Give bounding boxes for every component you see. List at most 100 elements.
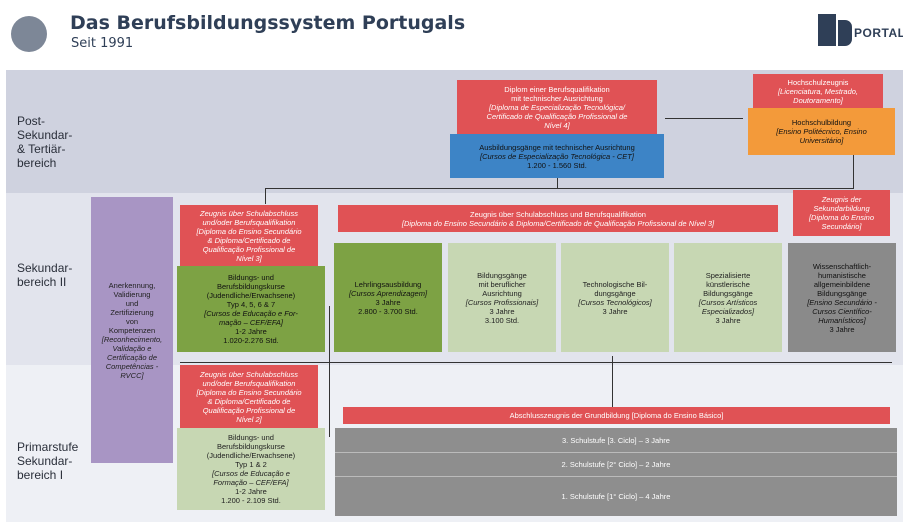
box-line: künstlerische <box>706 279 750 289</box>
box-line: Validação e <box>112 343 152 353</box>
box-line: Certificação de <box>106 352 157 362</box>
connector-line <box>665 118 743 119</box>
box-line: von <box>125 316 139 326</box>
box-line: Berufsbildungskurse <box>217 442 285 451</box>
connector-line <box>329 306 330 437</box>
box-line: & Diploma/Certificado de <box>207 397 291 406</box>
box-line: Ausrichtung <box>482 288 522 298</box>
connector-line <box>265 188 853 189</box>
box-line: Typ 1 & 2 <box>235 460 267 469</box>
level-line: Post- <box>17 114 46 128</box>
box-line: 3 Jahre <box>715 315 741 325</box>
box-line: [Cursos Aprendizagem] <box>348 288 428 298</box>
connector-line <box>853 155 854 189</box>
rvcc-box: Anerkennung, Validierung und Zertifizier… <box>91 197 173 463</box>
box-line: mit beruflicher <box>478 279 526 289</box>
box-line: Wissenschaftlich- <box>812 261 872 271</box>
box-line: mação – CEF/EFA] <box>218 318 284 327</box>
level-label-sek2: Sekundar- bereich II <box>17 261 72 289</box>
box-line: Nível 4] <box>544 120 570 130</box>
box-line: Ausbildungsgänge mit technischer Ausrich… <box>479 142 635 152</box>
level-line: Primarstufe <box>17 440 79 454</box>
box-line: Nível 3] <box>236 254 262 263</box>
box-line: [Ensino Secundário - <box>807 297 877 307</box>
box-line: Qualificação Profissional de <box>202 245 296 254</box>
box-line: 3 Jahre <box>375 297 401 307</box>
ensino-basico-box: Abschlusszeugnis der Grundbildung [Diplo… <box>343 407 890 424</box>
box-line: Competências - <box>105 361 159 371</box>
box-line: Sekundarbildung <box>813 204 870 213</box>
box-line: Cursos Científico- <box>812 306 872 316</box>
box-line: humanistische <box>818 270 866 280</box>
level-label-post: Post- Sekundar- & Tertiär- bereich <box>17 114 72 170</box>
box-line: Nível 2] <box>236 415 262 424</box>
box-line: [Reconhecimento, <box>101 334 163 344</box>
box-line: Anerkennung, <box>108 280 156 290</box>
box-line: Doutoramento] <box>793 95 843 105</box>
logo-mark-q-icon <box>838 20 852 46</box>
box-line: Berufsbildungskurse <box>217 282 285 291</box>
cientifico-box: Wissenschaftlich- humanistische allgemei… <box>788 243 896 352</box>
box-line: Universitário] <box>799 136 844 145</box>
stufe3-box: 3. Schulstufe [3. Ciclo] – 3 Jahre <box>335 428 897 452</box>
connector-line <box>265 188 266 204</box>
connector-line <box>180 362 892 363</box>
box-line: dungsgänge <box>594 288 636 298</box>
box-line: Lehrlingsausbildung <box>354 279 422 289</box>
box-line: Kompetenzen <box>108 325 156 335</box>
tecnologico-box: Technologische Bil- dungsgänge [Cursos T… <box>561 243 669 352</box>
box-line: [Diploma do Ensino Secundário <box>196 388 302 397</box>
box-line: Spezialisierte <box>705 270 751 280</box>
box-line: 2. Schulstufe [2° Ciclo] – 2 Jahre <box>561 460 671 469</box>
box-line: Bildungs- und <box>228 273 274 282</box>
zeugnis-sek2-right-box: Zeugnis der Sekundarbildung [Diploma do … <box>793 190 890 236</box>
logo-mark-icon <box>818 14 836 46</box>
box-line: 2.800 - 3.700 Std. <box>358 306 418 316</box>
cet-course-box: Ausbildungsgänge mit technischer Ausrich… <box>450 134 664 178</box>
hochschulzeugnis-box: Hochschulzeugnis [Licenciatura, Mestrado… <box>753 74 883 108</box>
box-line: allgemeinbildene <box>813 279 871 289</box>
box-line: 1-2 Jahre <box>235 487 267 496</box>
box-line: und/oder Berufsqualifikation <box>202 379 296 388</box>
brand-name: PORTAL <box>854 26 903 40</box>
box-line: Validierung <box>113 289 151 299</box>
box-line: Bildungsgänge <box>817 288 867 298</box>
box-line: [Cursos de Especialização Tecnológica - … <box>480 151 634 161</box>
box-line: Secundário] <box>821 222 862 231</box>
box-line: Hochschulbildung <box>791 118 852 127</box>
level-line: bereich II <box>17 275 67 289</box>
brand-logo[interactable]: PORTAL <box>818 12 903 48</box>
box-line: und/oder Berufsqualifikation <box>202 218 296 227</box>
box-line: Hochschulzeugnis <box>787 77 849 87</box>
box-line: mit technischer Ausrichtung <box>511 93 603 103</box>
page-subtitle: Seit 1991 <box>71 36 134 51</box>
box-line: Humanísticos] <box>818 315 866 325</box>
box-line: Qualificação Profissional de <box>202 406 296 415</box>
level-line: bereich <box>17 156 57 170</box>
level-line: Sekundar- <box>17 128 73 142</box>
box-line: 1-2 Jahre <box>235 327 267 336</box>
box-line: [Diploma de Especialização Tecnológica/ <box>488 102 626 112</box>
connector-line <box>612 356 613 408</box>
connector-line <box>557 178 558 188</box>
box-line: 1. Schulstufe [1° Ciclo] – 4 Jahre <box>561 492 671 501</box>
box-line: [Cursos Tecnológicos] <box>578 297 652 307</box>
box-line: Bildungs- und <box>228 433 274 442</box>
level-line: & Tertiär- <box>17 142 66 156</box>
box-line: 3.100 Std. <box>484 315 520 325</box>
box-line: 1.200 - 1.560 Std. <box>527 160 587 170</box>
zeugnis-sek2-mid-box: Zeugnis über Schulabschluss und Berufsqu… <box>338 205 778 232</box>
cef-level2-box: Bildungs- und Berufsbildungskurse (Juden… <box>177 428 325 510</box>
box-line: Bildungsgänge <box>703 288 753 298</box>
box-line: [Cursos Artísticos <box>698 297 758 307</box>
box-line: Zeugnis über Schulabschluss und Berufsqu… <box>470 209 646 219</box>
box-line: [Cursos de Educação e For- <box>204 309 298 318</box>
box-line: Abschlusszeugnis der Grundbildung [Diplo… <box>509 411 724 420</box>
box-line: 3 Jahre <box>829 324 855 334</box>
profissional-box: Bildungsgänge mit beruflicher Ausrichtun… <box>448 243 556 352</box>
box-line: 1.020-2.276 Std. <box>223 336 279 345</box>
box-line: [Cursos de Educação e <box>212 469 290 478</box>
zeugnis-sek2-left-box: Zeugnis über Schulabschluss und/oder Ber… <box>180 205 318 267</box>
level-line: Sekundar- <box>17 454 73 468</box>
box-line: Zeugnis über Schulabschluss <box>200 370 298 379</box>
